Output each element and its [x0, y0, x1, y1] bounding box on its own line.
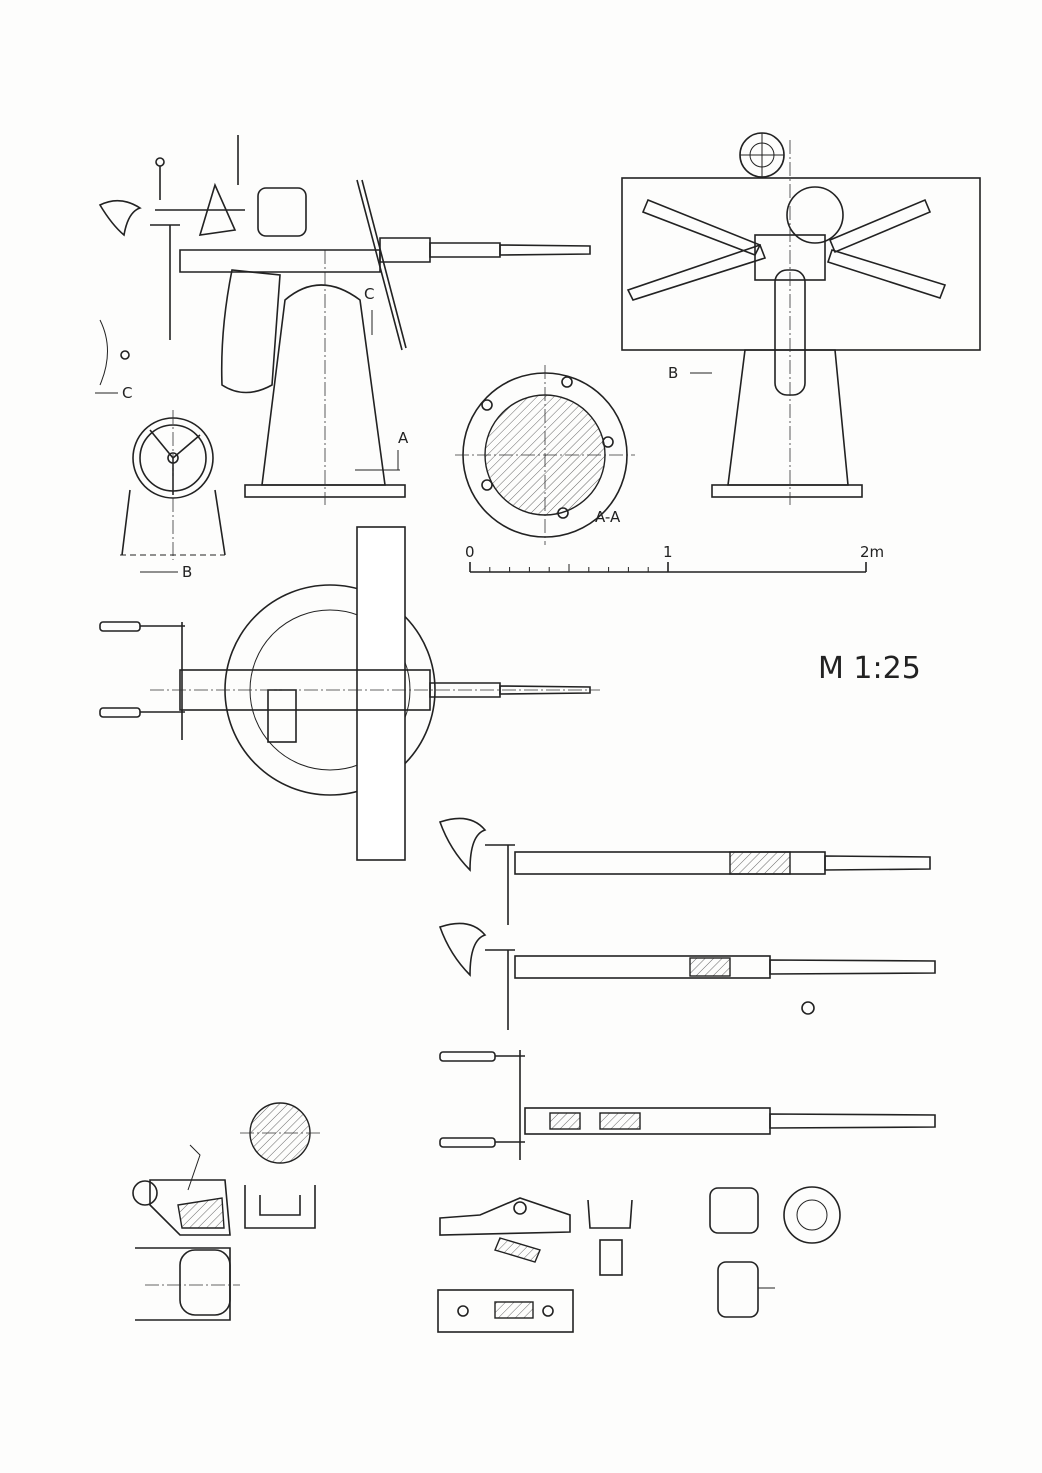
side-view-gun-mount: C C A [95, 135, 591, 505]
top-view-gun-mount [99, 526, 600, 861]
detail-view-b-handwheel: B [120, 410, 226, 581]
scale-tick-2: 2m [860, 543, 884, 561]
scale-bar: 0 1 2m [465, 543, 884, 573]
scale-tick-1: 1 [663, 543, 673, 561]
section-a-label: A [398, 429, 409, 447]
section-c-label-left: C [122, 384, 132, 402]
gun-top-view [439, 1050, 936, 1160]
gun-side-view-1 [438, 817, 931, 925]
scale-title: M 1:25 [818, 651, 921, 686]
scale-tick-0: 0 [465, 543, 475, 561]
detail-parts-left [132, 1102, 320, 1321]
view-b-label-rear: B [668, 364, 678, 382]
view-b-label-small: B [182, 563, 192, 581]
detail-parts-middle [437, 1197, 633, 1333]
rear-view-with-shield: B [621, 132, 981, 505]
section-c-label-top: C [364, 285, 374, 303]
section-a-a-label: A-A [595, 508, 621, 526]
section-a-a-pedestal: A-A [455, 365, 635, 545]
gun-side-view-2 [438, 922, 936, 1030]
detail-parts-right [709, 1186, 841, 1318]
